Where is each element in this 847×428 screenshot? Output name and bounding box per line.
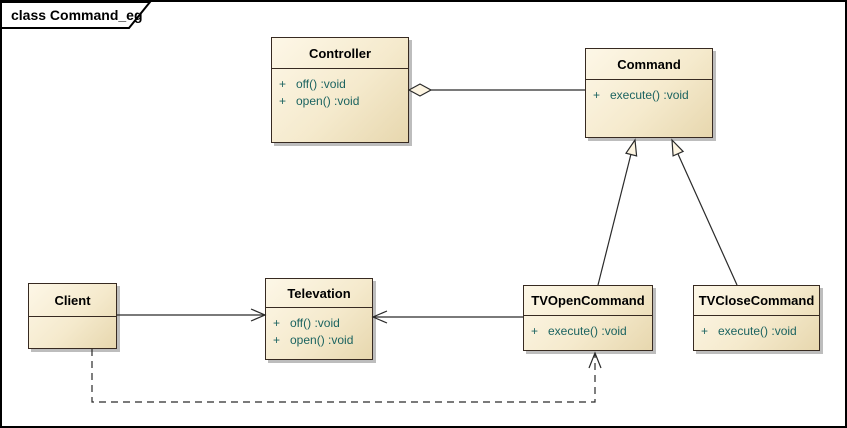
class-tvclosecommand[interactable]: TVCloseCommand + execute() :void	[693, 285, 820, 351]
empty-compartment	[29, 317, 116, 348]
class-client[interactable]: Client	[28, 283, 117, 349]
method-row: + off() :void	[273, 316, 340, 330]
method-row: + execute() :void	[531, 324, 627, 338]
method-row: + off() :void	[279, 77, 346, 91]
generalization-tvopen-command[interactable]	[597, 138, 638, 286]
class-name-client: Client	[29, 284, 116, 317]
class-name-controller: Controller	[272, 38, 408, 69]
method-row: + execute() :void	[701, 324, 797, 338]
class-tvopencommand[interactable]: TVOpenCommand + execute() :void	[523, 285, 653, 351]
class-name-command: Command	[586, 49, 712, 80]
methods-compartment: + off() :void + open() :void	[272, 69, 408, 142]
method-row: + execute() :void	[593, 88, 689, 102]
class-controller[interactable]: Controller + off() :void + open() :void	[271, 37, 409, 143]
methods-compartment: + off() :void + open() :void	[266, 308, 372, 359]
method-row: + open() :void	[273, 333, 354, 347]
generalization-tvclose-command[interactable]	[671, 138, 738, 286]
class-televation[interactable]: Televation + off() :void + open() :void	[265, 278, 373, 360]
methods-compartment: + execute() :void	[586, 80, 712, 137]
method-row: + open() :void	[279, 94, 360, 108]
class-name-tvclosecommand: TVCloseCommand	[694, 286, 819, 316]
class-name-televation: Televation	[266, 279, 372, 308]
methods-compartment: + execute() :void	[524, 316, 652, 350]
association-client-televation[interactable]	[117, 308, 267, 322]
class-name-tvopencommand: TVOpenCommand	[524, 286, 652, 316]
class-command[interactable]: Command + execute() :void	[585, 48, 713, 138]
methods-compartment: + execute() :void	[694, 316, 819, 350]
diagram-title: class Command_eg	[11, 7, 143, 23]
aggregation-controller-command[interactable]	[407, 83, 585, 97]
association-tvopen-televation[interactable]	[371, 310, 523, 324]
